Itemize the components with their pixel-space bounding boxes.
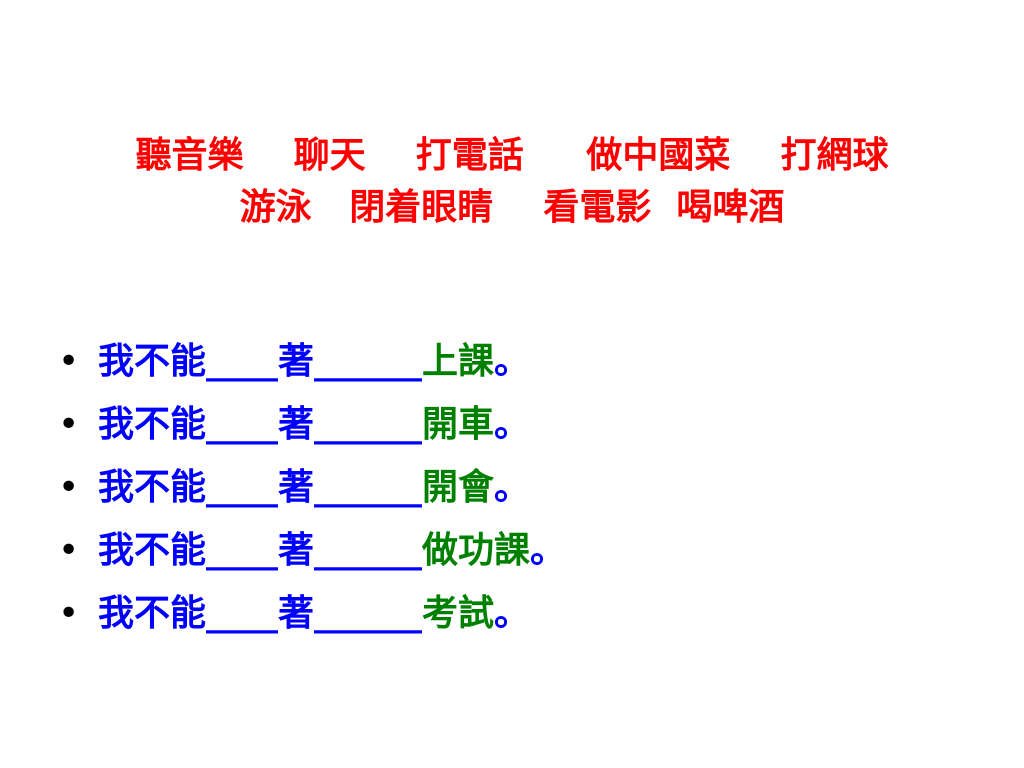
sentence-prompt: 我不能____著______ xyxy=(98,341,423,382)
bullet-icon: • xyxy=(58,530,80,571)
sentence-period: 。 xyxy=(494,467,531,508)
sentence: 我不能____著______做功課。 xyxy=(98,519,566,582)
title-line-1: 聽音樂 聊天 打電話 做中國菜 打網球 xyxy=(135,135,889,176)
sentence-period: 。 xyxy=(530,530,567,571)
sentence-period: 。 xyxy=(494,341,531,382)
sentence-answer: 上課 xyxy=(422,341,495,382)
sentence-prompt: 我不能____著______ xyxy=(98,404,423,445)
sentence: 我不能____著______開會。 xyxy=(98,456,530,519)
bullet-icon: • xyxy=(58,467,80,508)
sentence-answer: 做功課 xyxy=(422,530,531,571)
sentence: 我不能____著______考試。 xyxy=(98,582,530,645)
sentence-prompt: 我不能____著______ xyxy=(98,593,423,634)
bullet-icon: • xyxy=(58,593,80,634)
bullet-icon: • xyxy=(58,404,80,445)
sentence: 我不能____著______上課。 xyxy=(98,330,530,393)
sentence-prompt: 我不能____著______ xyxy=(98,467,423,508)
title-line-2: 游泳 閉着眼睛 看電影 喝啤酒 xyxy=(239,187,785,228)
sentence-answer: 考試 xyxy=(422,593,495,634)
sentence-period: 。 xyxy=(494,404,531,445)
sentence-period: 。 xyxy=(494,593,531,634)
sentence: 我不能____著______開車。 xyxy=(98,393,530,456)
sentence-answer: 開會 xyxy=(422,467,495,508)
sentence-answer: 開車 xyxy=(422,404,495,445)
slide-title: 聽音樂 聊天 打電話 做中國菜 打網球 游泳 閉着眼睛 看電影 喝啤酒 xyxy=(0,130,1024,234)
bullet-icon: • xyxy=(58,341,80,382)
sentence-prompt: 我不能____著______ xyxy=(98,530,423,571)
